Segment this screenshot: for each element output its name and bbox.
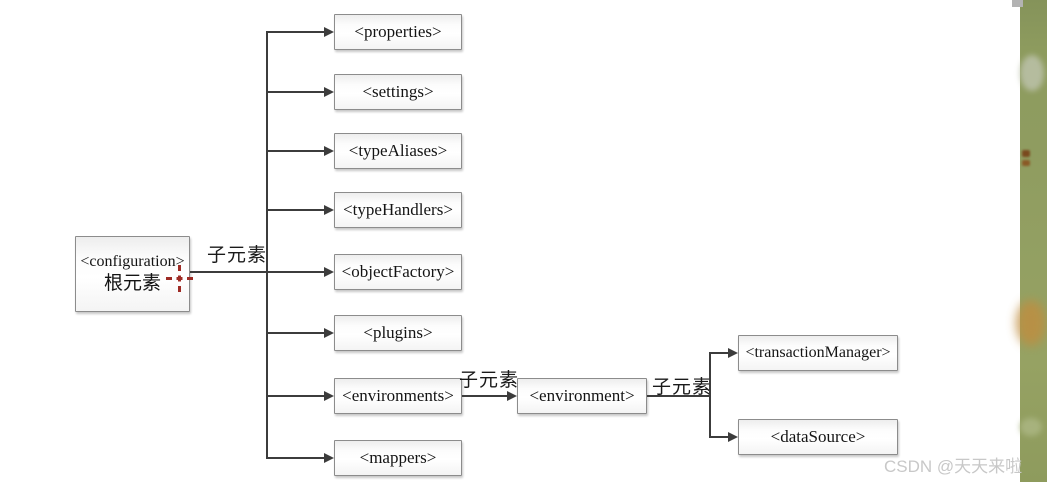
wallpaper-speck (1022, 160, 1030, 166)
node-configuration-tag: <configuration> (80, 253, 185, 271)
connector-branch (266, 91, 325, 93)
connector-environment-to-fork (647, 395, 711, 397)
node-properties: <properties> (334, 14, 462, 50)
scrollbar-fragment (1012, 0, 1023, 7)
arrowhead-icon (728, 432, 738, 442)
node-dataSource-label: <dataSource> (770, 427, 866, 447)
node-dataSource: <dataSource> (738, 419, 898, 455)
node-typeHandlers-label: <typeHandlers> (343, 200, 453, 220)
node-typeHandlers: <typeHandlers> (334, 192, 462, 228)
node-typeAliases-label: <typeAliases> (348, 141, 448, 161)
node-environments: <environments> (334, 378, 462, 414)
wallpaper-light-blob (1020, 418, 1042, 436)
node-settings-label: <settings> (362, 82, 434, 102)
node-typeAliases: <typeAliases> (334, 133, 462, 169)
node-plugins-label: <plugins> (363, 323, 433, 343)
connector-branch (266, 150, 325, 152)
edge-label-environment-children: 子元素 (652, 377, 713, 398)
node-environments-label: <environments> (342, 386, 454, 406)
node-objectFactory: <objectFactory> (334, 254, 462, 290)
node-transactionManager: <transactionManager> (738, 335, 898, 371)
connector-branch (266, 209, 325, 211)
connector-branch (709, 436, 729, 438)
node-environment-label: <environment> (529, 386, 635, 406)
node-environment: <environment> (517, 378, 647, 414)
arrowhead-icon (324, 267, 334, 277)
node-settings: <settings> (334, 74, 462, 110)
wallpaper-highlight (1020, 55, 1044, 91)
arrowhead-icon (324, 453, 334, 463)
arrowhead-icon (324, 205, 334, 215)
node-configuration-role: 根元素 (103, 273, 161, 295)
arrowhead-icon (324, 27, 334, 37)
connector-trunk (266, 31, 268, 459)
wallpaper-speck (1022, 150, 1030, 157)
arrowhead-icon (507, 391, 517, 401)
crosshair-vertical (178, 265, 181, 292)
node-mappers-label: <mappers> (359, 448, 437, 468)
connector-branch (266, 457, 325, 459)
connector-branch (266, 332, 325, 334)
connector-root-to-trunk (190, 271, 268, 273)
node-plugins: <plugins> (334, 315, 462, 351)
wallpaper-orange-blob (1016, 300, 1046, 346)
connector-branch (709, 352, 729, 354)
arrowhead-icon (728, 348, 738, 358)
connector-environment-fork (709, 352, 711, 438)
node-mappers: <mappers> (334, 440, 462, 476)
arrowhead-icon (324, 328, 334, 338)
node-transactionManager-label: <transactionManager> (745, 344, 891, 361)
edge-label-environments-children: 子元素 (459, 370, 520, 391)
crosshair-cursor-icon (166, 265, 193, 292)
connector-branch (266, 271, 325, 273)
connector-branch (266, 31, 325, 33)
node-configuration: <configuration> 根元素 (75, 236, 190, 312)
edge-label-root-children: 子元素 (207, 245, 268, 266)
watermark-text: CSDN @天天来啦 (884, 457, 1023, 476)
arrowhead-icon (324, 146, 334, 156)
background-wallpaper-strip (1016, 0, 1047, 482)
node-properties-label: <properties> (354, 22, 442, 42)
connector-branch (266, 395, 325, 397)
connector-environments-to-environment (462, 395, 508, 397)
node-objectFactory-label: <objectFactory> (341, 262, 455, 282)
arrowhead-icon (324, 87, 334, 97)
arrowhead-icon (324, 391, 334, 401)
